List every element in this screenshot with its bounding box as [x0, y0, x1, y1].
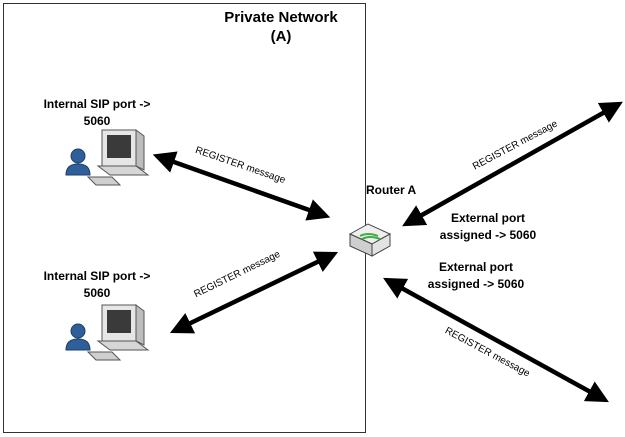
computer-user-icon: [65, 129, 150, 186]
arrow-router-external-1: [402, 101, 623, 227]
computer-user-icon: [65, 304, 150, 361]
private-network-title-line1: Private Network: [224, 9, 338, 26]
host-2-port-label-line1: Internal SIP port ->: [43, 269, 151, 283]
external-port-label-2-line1: External port: [438, 260, 513, 274]
host-2-port-label-line2: 5060: [83, 286, 111, 300]
host-1-port-label-line2: 5060: [83, 114, 111, 128]
external-port-label-1-line2: assigned -> 5060: [439, 228, 537, 242]
host-2-port-label: Internal SIP port -> 5060: [22, 268, 172, 302]
private-network-title: Private Network (A): [196, 8, 366, 46]
arrow-router-external-2: [383, 277, 609, 403]
router-icon: [348, 223, 392, 257]
host-1-port-label: Internal SIP port -> 5060: [22, 96, 172, 130]
arrow-host1-router: [152, 151, 331, 221]
private-network-title-line2: (A): [270, 28, 292, 45]
arrow-host2-router: [169, 251, 339, 334]
host-1-port-label-line1: Internal SIP port ->: [43, 97, 151, 111]
